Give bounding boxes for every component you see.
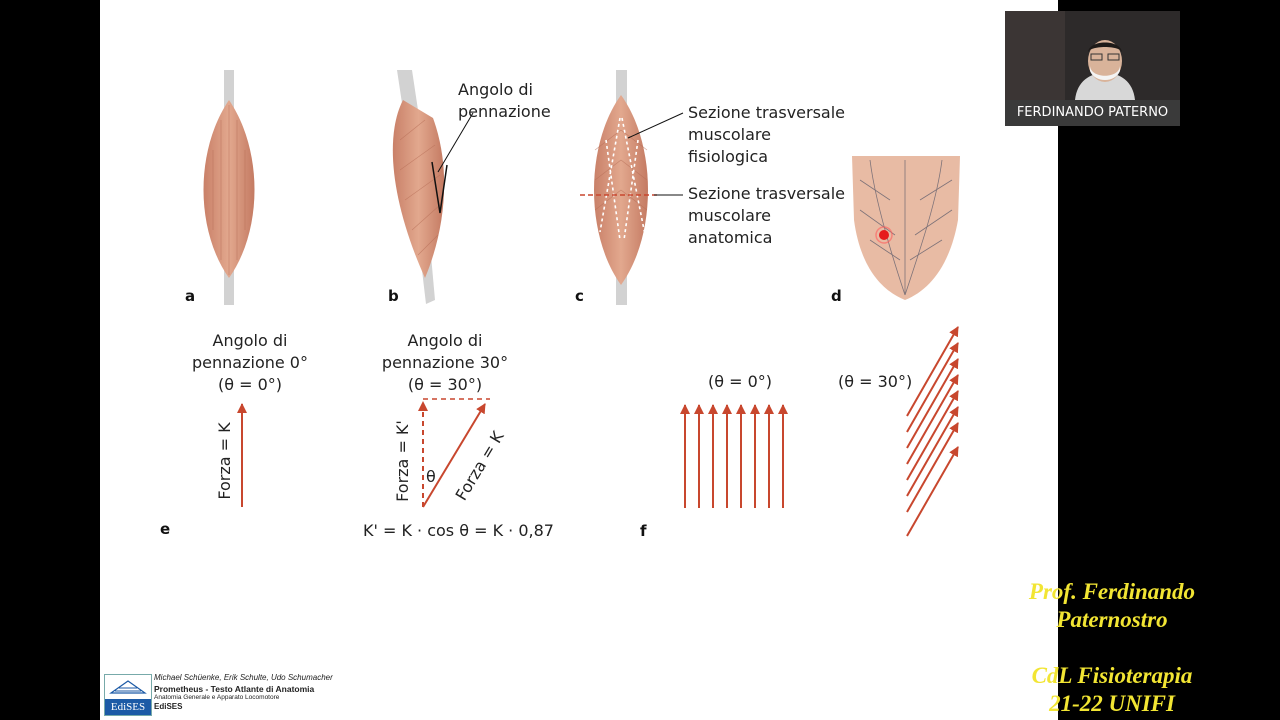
panel-letter-a: a [185,287,196,305]
figure-graphics [203,70,960,537]
pennation-angle-label-line1: Angolo di [458,80,533,99]
anatomical-section-line1: Sezione trasversale [688,184,846,203]
physiological-section-line2: muscolare [688,125,771,144]
fibers-0-title: (θ = 0°) [708,372,773,391]
pennation-0-title: Angolo di pennazione 0° (θ = 0°) [170,330,330,396]
force-diagram-e [237,398,490,508]
overlay-line2: Paternostro [1056,607,1168,632]
book-subtitle: Anatomia Generale e Apparato Locomotore [154,694,280,701]
slide: a b c d e f Angolo di pennazione Sezione… [100,0,1058,720]
pennation-angle-label: Angolo di pennazione [458,79,551,123]
muscle-bipennate-c [580,70,684,305]
lecturer-overlay: Prof. Ferdinando Paternostro CdL Fisiote… [1009,578,1215,720]
book-title: Prometheus - Testo Atlante di Anatomia [154,684,315,694]
overlay-line3: CdL Fisioterapia [1031,663,1193,688]
edises-logo: EdiSES [104,674,152,716]
fibers-30-title: (θ = 30°) [838,372,913,391]
anatomical-section-line3: anatomica [688,228,773,247]
edises-logo-text: EdiSES [105,699,151,715]
theta-symbol: θ [426,467,436,486]
pennation-0-title-line3: (θ = 0°) [217,375,283,394]
panel-letter-b: b [388,287,399,305]
anatomical-section-label: Sezione trasversale muscolare anatomica [688,183,845,249]
anatomical-section-line2: muscolare [688,206,771,225]
force-k-prime-label: Forza = K' [393,420,412,502]
muscle-multipennate-d [852,156,960,300]
participant-video-tile[interactable]: FERDINANDO PATERNO [1005,11,1180,126]
panel-letter-e: e [160,520,171,538]
book-info: Michael Schüenke, Erik Schulte, Udo Schu… [154,673,333,711]
physiological-section-line3: fisiologica [688,147,769,166]
pennation-0-title-line2: pennazione 0° [192,353,308,372]
pennation-30-title-line3: (θ = 30°) [407,375,483,394]
book-stack-icon [109,680,147,694]
physiological-section-line1: Sezione trasversale [688,103,846,122]
muscle-fusiform-a [203,70,255,305]
overlay-line4: 21-22 UNIFI [1049,691,1175,716]
pennation-angle-label-line2: pennazione [458,102,551,121]
physiological-section-label: Sezione trasversale muscolare fisiologic… [688,102,845,168]
fiber-arrows-f [680,326,959,537]
pennation-30-title-line1: Angolo di [407,331,483,350]
book-publisher: EdiSES [154,702,183,711]
panel-letter-c: c [575,287,584,305]
book-credit: EdiSES Michael Schüenke, Erik Schulte, U… [104,670,364,718]
book-authors: Michael Schüenke, Erik Schulte, Udo Schu… [154,673,333,682]
panel-letter-f: f [640,522,647,540]
pennation-30-title: Angolo di pennazione 30° (θ = 30°) [375,330,515,396]
pennation-0-title-line1: Angolo di [212,331,288,350]
muscle-pennate-b [392,70,474,304]
participant-name: FERDINANDO PATERNO [1005,100,1180,126]
force-formula: K' = K · cos θ = K · 0,87 [363,521,554,540]
pennation-30-title-line2: pennazione 30° [381,353,509,372]
force-k-label: Forza = K [215,422,234,500]
panel-letter-d: d [831,287,842,305]
overlay-line1: Prof. Ferdinando [1028,579,1196,604]
